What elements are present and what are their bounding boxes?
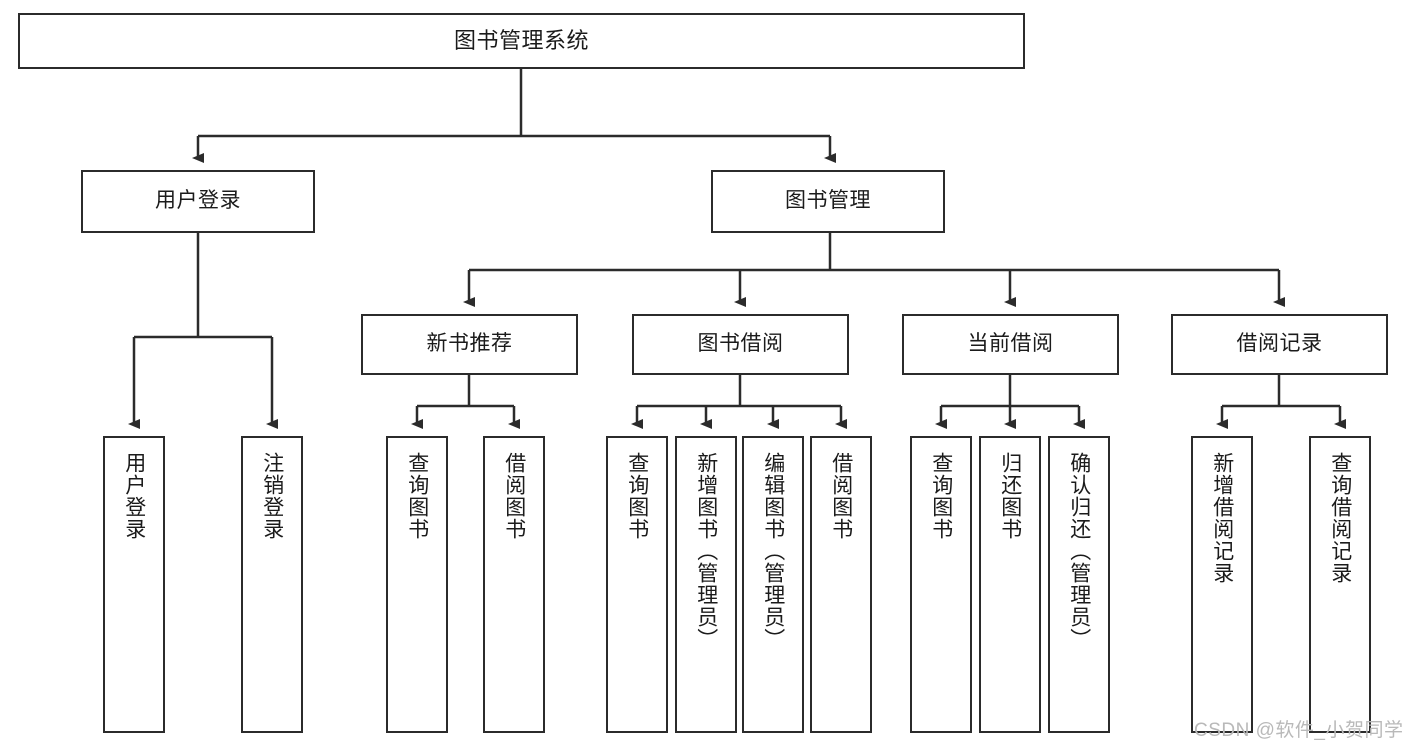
node-label: 归还图书: [998, 452, 1022, 540]
node-root-book-management-system[interactable]: 图书管理系统: [18, 13, 1025, 69]
node-label: 查询图书: [405, 452, 429, 540]
node-label: 新增借阅记录: [1210, 452, 1234, 584]
node-label: 借阅记录: [1236, 332, 1323, 356]
leaf-query-book-current[interactable]: 查询图书: [910, 436, 972, 733]
leaf-query-book-recommendation[interactable]: 查询图书: [386, 436, 448, 733]
node-label: 图书管理系统: [453, 28, 589, 54]
node-current-borrowing[interactable]: 当前借阅: [902, 314, 1119, 375]
node-label: 新书推荐: [426, 332, 513, 356]
node-label: 借阅图书: [829, 452, 853, 540]
node-label: 图书管理: [785, 189, 871, 213]
csdn-watermark: CSDN @软件_小贺同学: [1194, 720, 1404, 741]
node-borrowing-records[interactable]: 借阅记录: [1171, 314, 1388, 375]
node-label: 查询图书: [625, 452, 649, 540]
node-new-book-recommendation[interactable]: 新书推荐: [361, 314, 578, 375]
node-label: 编辑图书（管理员）: [761, 452, 785, 650]
node-label: 图书借阅: [697, 332, 784, 356]
node-label: 用户登录: [122, 452, 146, 540]
leaf-add-book-admin[interactable]: 新增图书（管理员）: [675, 436, 737, 733]
leaf-return-book[interactable]: 归还图书: [979, 436, 1041, 733]
node-label: 新增图书（管理员）: [694, 452, 718, 650]
leaf-logout[interactable]: 注销登录: [241, 436, 303, 733]
node-label: 查询借阅记录: [1328, 452, 1352, 584]
leaf-borrow-book-borrowing[interactable]: 借阅图书: [810, 436, 872, 733]
node-label: 用户登录: [155, 189, 241, 213]
node-book-management[interactable]: 图书管理: [711, 170, 945, 233]
leaf-borrow-book-recommendation[interactable]: 借阅图书: [483, 436, 545, 733]
node-label: 注销登录: [260, 452, 284, 540]
node-book-borrowing[interactable]: 图书借阅: [632, 314, 849, 375]
node-user-login[interactable]: 用户登录: [81, 170, 315, 233]
node-label: 借阅图书: [502, 452, 526, 540]
leaf-query-borrow-record[interactable]: 查询借阅记录: [1309, 436, 1371, 733]
node-label: 确认归还（管理员）: [1067, 452, 1091, 650]
node-label: 当前借阅: [967, 332, 1054, 356]
leaf-add-borrow-record[interactable]: 新增借阅记录: [1191, 436, 1253, 733]
leaf-edit-book-admin[interactable]: 编辑图书（管理员）: [742, 436, 804, 733]
node-label: 查询图书: [929, 452, 953, 540]
leaf-query-book-borrowing[interactable]: 查询图书: [606, 436, 668, 733]
leaf-user-login[interactable]: 用户登录: [103, 436, 165, 733]
leaf-confirm-return-admin[interactable]: 确认归还（管理员）: [1048, 436, 1110, 733]
